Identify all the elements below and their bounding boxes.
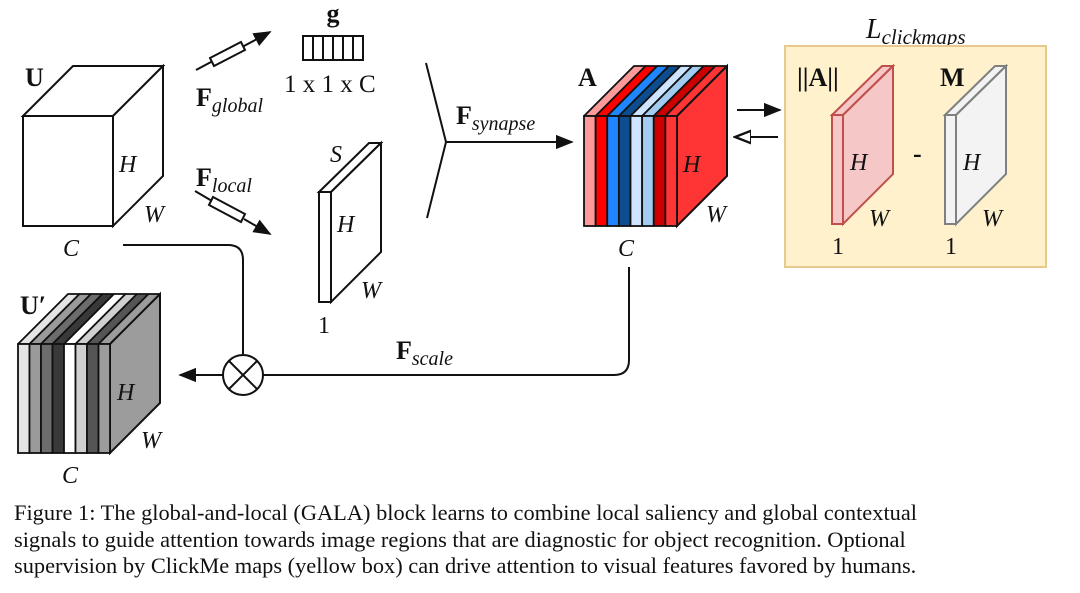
caption-line: signals to guide attention towards image…: [14, 526, 906, 552]
dim-depth: 1: [945, 234, 957, 260]
f-global-label: Fglobal: [196, 83, 263, 117]
caption-line: supervision by ClickMe maps (yellow box)…: [14, 553, 917, 579]
f-global-arrow: [195, 31, 272, 71]
global-vector-g: g 1 x 1 x C: [284, 0, 376, 98]
caption-line: Figure 1: The global-and-local (GALA) bl…: [14, 500, 918, 525]
channel-stripe: [652, 115, 667, 227]
f-scale-line: [263, 267, 630, 376]
symbol-a: A: [578, 63, 597, 92]
f-scale-label: Fscale: [396, 336, 453, 370]
loss-title: Lclickmaps: [865, 14, 966, 49]
dim-h: H: [336, 212, 356, 238]
output-tensor-u-prime: [17, 291, 161, 456]
dim-w: W: [982, 206, 1004, 232]
f-synapse-merge: [425, 62, 574, 219]
minus-operator: -: [913, 139, 922, 168]
channel-stripe: [629, 115, 644, 227]
dim-h: H: [682, 152, 702, 178]
dim-h: H: [849, 150, 869, 176]
dim-w: W: [144, 202, 166, 228]
channel-stripe: [74, 343, 88, 454]
local-map-s: S H W 1: [316, 140, 384, 339]
clickme-map: [942, 63, 1009, 227]
dim-c: C: [62, 463, 79, 489]
channel-stripe: [28, 343, 42, 454]
channel-stripe: [594, 115, 609, 227]
dim-h: H: [118, 152, 138, 178]
channel-stripe: [63, 343, 77, 454]
channel-stripe: [583, 115, 597, 227]
dim-w: W: [869, 206, 891, 232]
channel-stripe: [97, 343, 111, 454]
channel-stripe: [17, 343, 31, 454]
f-local-label: Flocal: [196, 163, 252, 197]
attention-tensor-a: [583, 63, 728, 229]
dim-depth: 1: [318, 313, 330, 339]
dim-w: W: [361, 278, 383, 304]
symbol-norm-a: ||A||: [797, 63, 839, 92]
transform-block-icon: [208, 40, 247, 68]
channel-stripe: [606, 115, 620, 227]
channel-stripe: [617, 115, 632, 227]
symbol-g: g: [327, 0, 340, 28]
clickmaps-loss-box: Lclickmaps ||A|| H W 1 - M H W 1: [784, 14, 1047, 268]
symbol-s: S: [330, 142, 342, 168]
channel-stripe: [86, 343, 100, 454]
cube-front-face: [22, 115, 114, 227]
dim-w: W: [706, 202, 728, 228]
channel-stripe: [641, 115, 655, 227]
figure-caption: Figure 1: The global-and-local (GALA) bl…: [14, 500, 1074, 580]
dim-c: C: [618, 236, 635, 262]
transform-block-icon: [207, 195, 247, 224]
channel-stripe: [51, 343, 65, 454]
vector-cells: [302, 35, 364, 61]
dim-depth: 1: [832, 234, 844, 260]
dim-h: H: [116, 380, 136, 406]
f-local-arrow: [194, 190, 272, 235]
symbol-u: U: [25, 63, 44, 92]
multiply-icon: [222, 354, 264, 396]
gala-diagram: U H W C Fglobal g 1 x 1 x C Flocal S H W…: [17, 0, 1047, 489]
input-tensor-u: U H W C: [20, 63, 166, 262]
normalized-attention-map: [829, 63, 896, 227]
dim-w: W: [141, 428, 163, 454]
symbol-u-prime: U′: [20, 291, 46, 320]
f-synapse-label: Fsynapse: [456, 101, 535, 135]
channel-stripe: [40, 343, 54, 454]
dim-h: H: [962, 150, 982, 176]
dim-c: C: [63, 236, 80, 262]
vector-shape-text: 1 x 1 x C: [284, 71, 376, 98]
channel-stripe: [664, 115, 678, 227]
skip-connection-line: [123, 244, 244, 354]
symbol-m: M: [940, 63, 965, 92]
